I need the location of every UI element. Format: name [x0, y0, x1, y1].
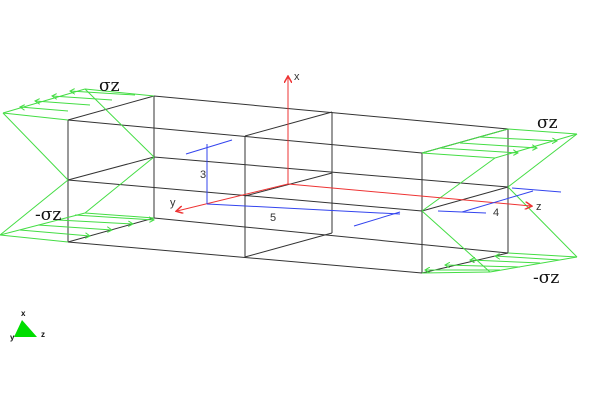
box-wireframe — [67, 95, 509, 274]
coordinate-axes: x y z — [170, 71, 542, 213]
z-axis — [287, 183, 531, 206]
triad-icon — [14, 320, 37, 337]
axis-y-label: y — [170, 197, 176, 209]
stress-distribution-right — [421, 128, 578, 274]
triad-x-label: x — [21, 309, 26, 318]
orientation-triad: x y z — [10, 309, 45, 342]
stress-distribution-left — [0, 89, 154, 243]
triad-y-label: y — [10, 333, 15, 342]
sigma-top-left-label: σz — [99, 76, 120, 96]
edge — [67, 241, 423, 274]
edge — [244, 232, 333, 258]
sigma-top-right-label: σz — [537, 113, 558, 133]
axis-x-label: x — [294, 71, 300, 83]
edge — [67, 95, 155, 121]
dim-depth-label: 4 — [493, 207, 499, 219]
edge — [153, 217, 509, 254]
triad-z-label: z — [41, 330, 45, 339]
sigma-bottom-left-label: -σz — [35, 205, 61, 225]
edge — [153, 156, 509, 188]
edge — [421, 186, 509, 212]
edge — [67, 156, 155, 181]
dim-width-label: 5 — [270, 212, 276, 224]
y-axis — [177, 183, 289, 211]
axis-z-label: z — [536, 201, 542, 213]
dimensions: 3 5 4 — [185, 139, 562, 227]
sigma-bottom-right-label: -σz — [533, 268, 559, 288]
dim-height-label: 3 — [200, 169, 206, 181]
